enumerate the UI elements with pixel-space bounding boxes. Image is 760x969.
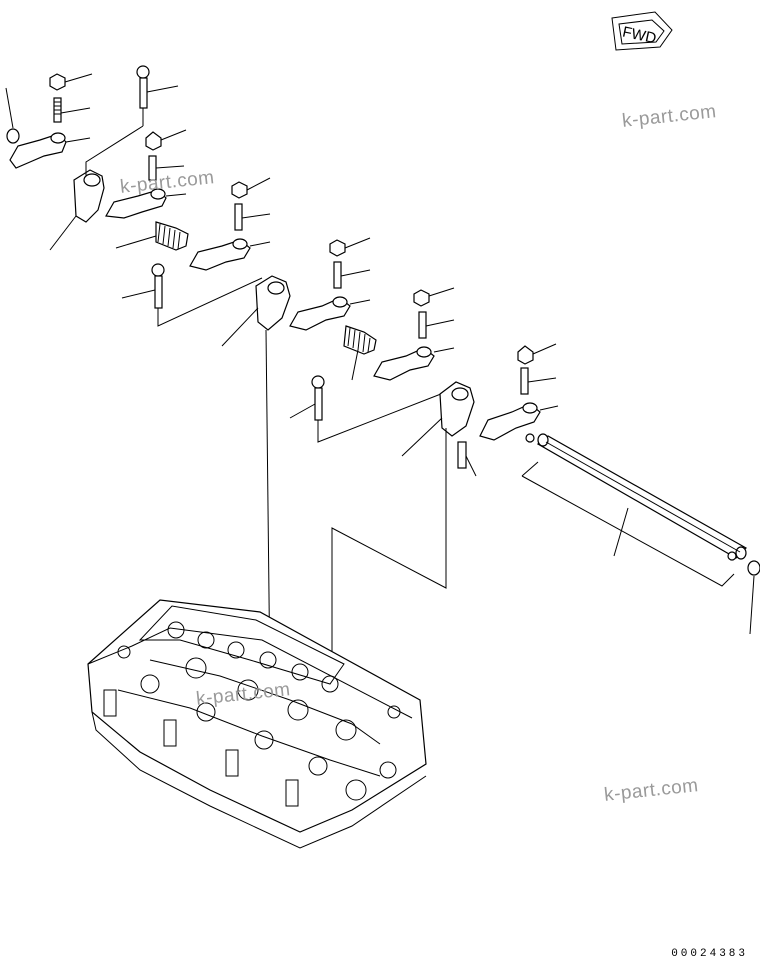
catalog-number: 00024383 xyxy=(671,948,748,960)
rocker-group-1 xyxy=(5,65,189,251)
rocker-arm-icon xyxy=(9,133,67,169)
rocker-arm-icon xyxy=(479,403,541,441)
stud-icon xyxy=(418,311,427,339)
nut-icon xyxy=(145,131,162,151)
nut-icon xyxy=(329,239,346,257)
stud-icon xyxy=(520,367,529,395)
rocker-shaft-icon xyxy=(536,433,747,560)
nut-icon xyxy=(413,289,430,307)
bolt-icon xyxy=(136,65,150,79)
rocker-arm-icon xyxy=(105,189,167,219)
stud-icon xyxy=(234,203,243,231)
nut-icon xyxy=(231,181,248,199)
nut-icon xyxy=(49,73,66,91)
fwd-arrow-icon: FWD xyxy=(611,11,673,51)
cylinder-head-icon xyxy=(87,599,427,849)
spring-icon xyxy=(343,325,377,355)
snap-ring-icon xyxy=(6,128,20,144)
bolt-icon xyxy=(311,375,325,389)
spring-icon xyxy=(155,221,189,251)
rocker-group-2 xyxy=(121,177,377,381)
nut-icon xyxy=(517,345,534,365)
rocker-group-3 xyxy=(289,287,559,477)
bolt-icon xyxy=(151,263,165,277)
stud-icon xyxy=(333,261,342,289)
fwd-label: FWD xyxy=(621,24,658,48)
dowel-pin-icon xyxy=(457,441,467,469)
snap-ring-icon xyxy=(747,560,760,576)
